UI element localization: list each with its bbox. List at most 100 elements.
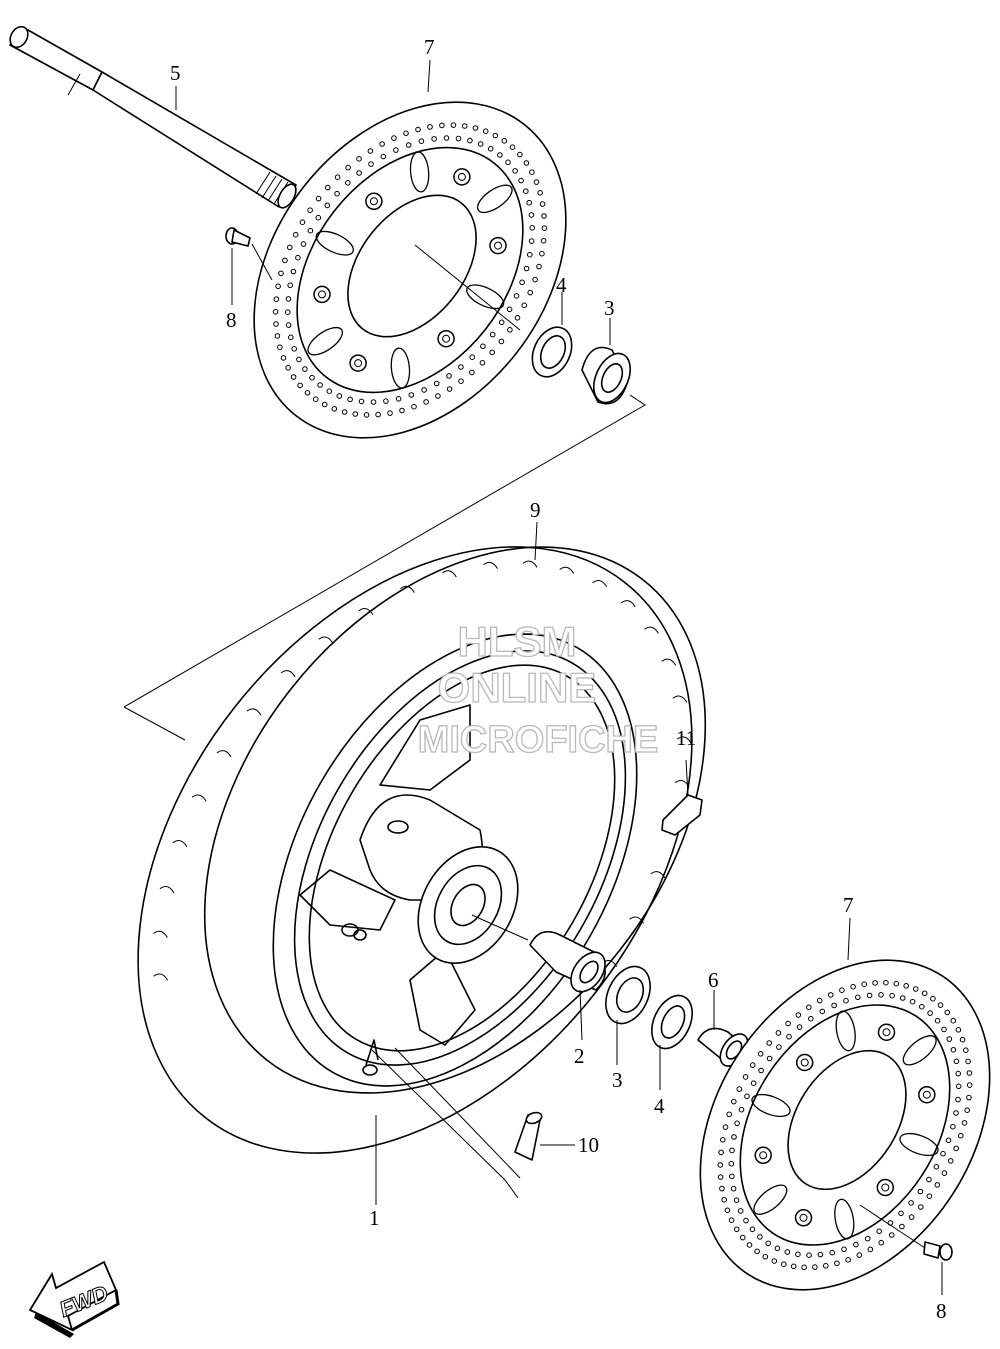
tread-groove bbox=[674, 779, 690, 787]
disc-rivet-center bbox=[369, 197, 378, 206]
disc-vent-hole bbox=[446, 373, 452, 379]
disc-vent-hole bbox=[288, 334, 294, 341]
callout-1: 1 bbox=[369, 1206, 380, 1230]
disc-vent-hole bbox=[941, 1170, 948, 1176]
disc-vent-hole bbox=[309, 374, 315, 381]
balancer-weight[interactable] bbox=[661, 759, 703, 836]
disc-vent-hole bbox=[827, 992, 834, 998]
disc-vent-hole bbox=[380, 153, 387, 160]
disc-vent-hole bbox=[498, 338, 505, 345]
disc-vent-hole bbox=[446, 386, 453, 392]
disc-vent-hole bbox=[273, 321, 279, 327]
disc-vent-hole bbox=[536, 263, 542, 270]
disc-vent-hole bbox=[307, 227, 314, 234]
disc-vent-hole bbox=[324, 202, 331, 209]
tread-groove bbox=[522, 560, 538, 568]
tire-valve[interactable] bbox=[514, 1111, 543, 1161]
disc-bolt-upper[interactable] bbox=[225, 227, 251, 247]
front-axle[interactable] bbox=[7, 23, 300, 210]
disc-vent-hole bbox=[336, 393, 343, 399]
disc-vent-hole bbox=[278, 270, 284, 277]
disc-vent-hole bbox=[489, 331, 496, 338]
disc-vent-hole bbox=[734, 1120, 740, 1127]
disc-vent-hole bbox=[280, 355, 287, 361]
disc-vent-hole bbox=[315, 195, 322, 202]
tread-groove bbox=[644, 626, 659, 634]
disc-vent-hole bbox=[736, 1086, 743, 1092]
bearing-lower[interactable] bbox=[597, 959, 659, 1030]
disc-rivet bbox=[918, 1085, 936, 1104]
disc-vent-hole bbox=[946, 1036, 953, 1042]
lower-brake-disc[interactable] bbox=[641, 906, 1000, 1344]
disc-bolt-lower[interactable] bbox=[923, 1241, 953, 1261]
upper-brake-disc[interactable] bbox=[190, 41, 631, 499]
disc-vent-hole bbox=[528, 238, 535, 244]
disc-rivet-center bbox=[318, 290, 326, 299]
disc-cutout bbox=[834, 1198, 855, 1240]
disc-rivet-center bbox=[442, 334, 451, 343]
disc-vent-hole bbox=[729, 1147, 735, 1154]
disc-vent-hole bbox=[845, 1257, 851, 1263]
disc-vent-hole bbox=[528, 212, 535, 218]
disc-vent-hole bbox=[272, 309, 279, 315]
disc-cutout bbox=[753, 1184, 788, 1215]
fwd-arrow: FWD bbox=[28, 1260, 120, 1338]
disc-vent-hole bbox=[726, 1111, 733, 1118]
tread-groove bbox=[358, 608, 374, 616]
disc-vent-hole bbox=[878, 1239, 885, 1246]
callout-9: 9 bbox=[530, 498, 541, 522]
disc-vent-hole bbox=[959, 1036, 966, 1043]
disc-vent-hole bbox=[729, 1173, 735, 1180]
tread-groove bbox=[620, 600, 636, 608]
tread-groove bbox=[318, 636, 334, 644]
callout-4-upper: 4 bbox=[556, 273, 567, 297]
disc-vent-hole bbox=[937, 1002, 944, 1008]
wheel-rim[interactable] bbox=[198, 570, 711, 1149]
disc-rivet bbox=[437, 329, 455, 348]
disc-vent-hole bbox=[352, 411, 359, 417]
disc-cutout bbox=[307, 326, 344, 356]
spacer[interactable] bbox=[529, 930, 612, 998]
disc-rivet bbox=[489, 236, 507, 255]
disc-vent-hole bbox=[277, 344, 283, 351]
disc-rivet-center bbox=[457, 172, 466, 181]
watermark: HLSM ONLINE MICROFICHE bbox=[417, 617, 659, 761]
disc-vent-hole bbox=[455, 135, 462, 142]
disc-vent-hole bbox=[315, 214, 322, 221]
disc-rivet bbox=[313, 285, 331, 304]
disc-vent-hole bbox=[722, 1124, 729, 1130]
disc-vent-hole bbox=[399, 407, 405, 414]
disc-vent-hole bbox=[806, 1252, 812, 1258]
oil-seal-upper[interactable] bbox=[525, 321, 580, 383]
tread-groove bbox=[280, 670, 296, 678]
disc-vent-hole bbox=[899, 995, 906, 1001]
disc-vent-hole bbox=[878, 992, 884, 998]
disc-vent-hole bbox=[872, 980, 878, 986]
disc-vent-hole bbox=[285, 365, 291, 371]
disc-vent-hole bbox=[439, 122, 445, 129]
disc-vent-hole bbox=[953, 1110, 959, 1116]
disc-vent-hole bbox=[786, 1033, 792, 1040]
tread-groove bbox=[191, 794, 207, 802]
disc-vent-hole bbox=[368, 161, 374, 167]
disc-vent-hole bbox=[749, 1226, 756, 1233]
callout-3-lower: 3 bbox=[612, 1068, 623, 1092]
bearing-upper[interactable] bbox=[581, 346, 637, 409]
disc-vent-hole bbox=[965, 1058, 971, 1065]
disc-vent-hole bbox=[853, 1241, 859, 1248]
leader-lines-lower bbox=[175, 59, 943, 1295]
disc-vent-hole bbox=[816, 997, 823, 1004]
disc-vent-hole bbox=[739, 1234, 746, 1241]
tread-groove bbox=[592, 580, 608, 588]
disc-vent-hole bbox=[855, 994, 861, 1001]
disc-vent-hole bbox=[963, 1047, 969, 1053]
disc-vent-hole bbox=[477, 141, 484, 147]
disc-vent-hole bbox=[375, 411, 381, 418]
disc-vent-hole bbox=[717, 1174, 724, 1180]
disc-rivet bbox=[795, 1053, 814, 1072]
disc-vent-hole bbox=[421, 387, 427, 393]
disc-cutout bbox=[476, 184, 513, 214]
oil-seal-lower[interactable] bbox=[644, 989, 700, 1055]
disc-vent-hole bbox=[843, 997, 849, 1004]
disc-vent-hole bbox=[930, 995, 936, 1002]
